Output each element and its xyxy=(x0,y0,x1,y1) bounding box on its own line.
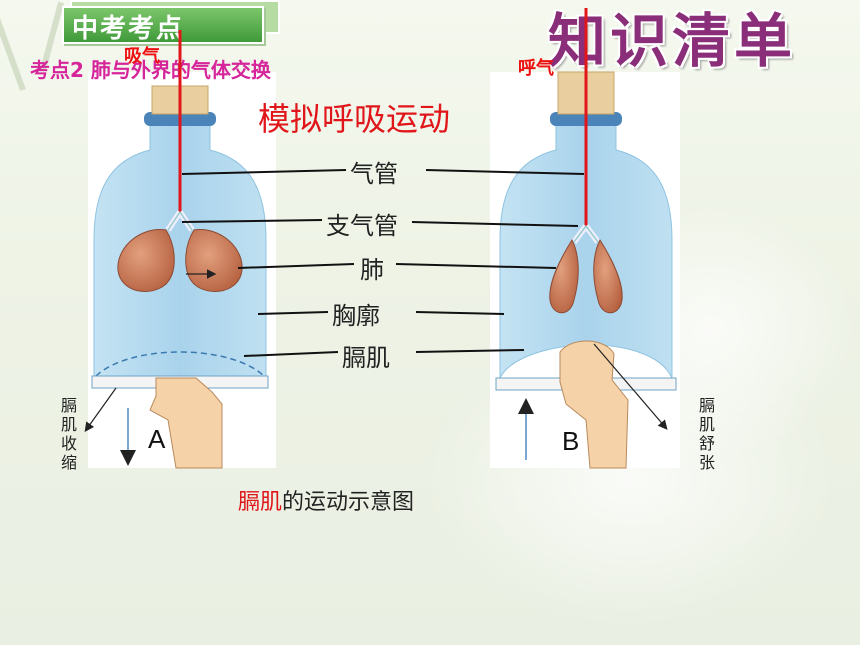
section-badge xyxy=(62,6,264,44)
diagram-title: 模拟呼吸运动 xyxy=(258,100,451,138)
lung-left-a xyxy=(117,229,175,292)
label-thorax: 胸廓 xyxy=(332,302,380,330)
section-badge-label: 中考考点 xyxy=(72,14,185,44)
label-trachea: 气管 xyxy=(350,160,398,188)
label-bronchus: 支气管 xyxy=(326,212,398,240)
panel-letter-a: A xyxy=(148,424,166,454)
note-diaphragm-contract: 膈肌收缩 xyxy=(60,396,77,472)
leader-lines xyxy=(181,169,585,357)
label-diaphragm: 膈肌 xyxy=(342,344,390,372)
lung-right-b xyxy=(593,238,623,314)
bell-jar-b xyxy=(495,8,677,469)
hand-b xyxy=(559,340,629,469)
lung-right-a xyxy=(185,229,243,292)
exhale-label: 呼气 xyxy=(518,58,554,79)
bell-jar-a xyxy=(91,30,269,469)
inhale-label: 吸气 xyxy=(124,46,160,67)
label-lung: 肺 xyxy=(360,256,384,284)
caption-highlight: 膈肌 xyxy=(238,490,283,515)
lung-left-b xyxy=(549,238,579,314)
page-title: 知识清单 xyxy=(548,7,797,75)
panel-letter-b: B xyxy=(562,426,580,456)
figure-caption: 膈肌的运动示意图 xyxy=(238,484,414,516)
hand-a xyxy=(149,377,223,469)
caption-rest: 的运动示意图 xyxy=(282,490,415,515)
note-diaphragm-relax: 膈肌舒张 xyxy=(698,396,715,472)
topic-heading: 考点2 肺与外界的气体交换 xyxy=(30,58,271,82)
